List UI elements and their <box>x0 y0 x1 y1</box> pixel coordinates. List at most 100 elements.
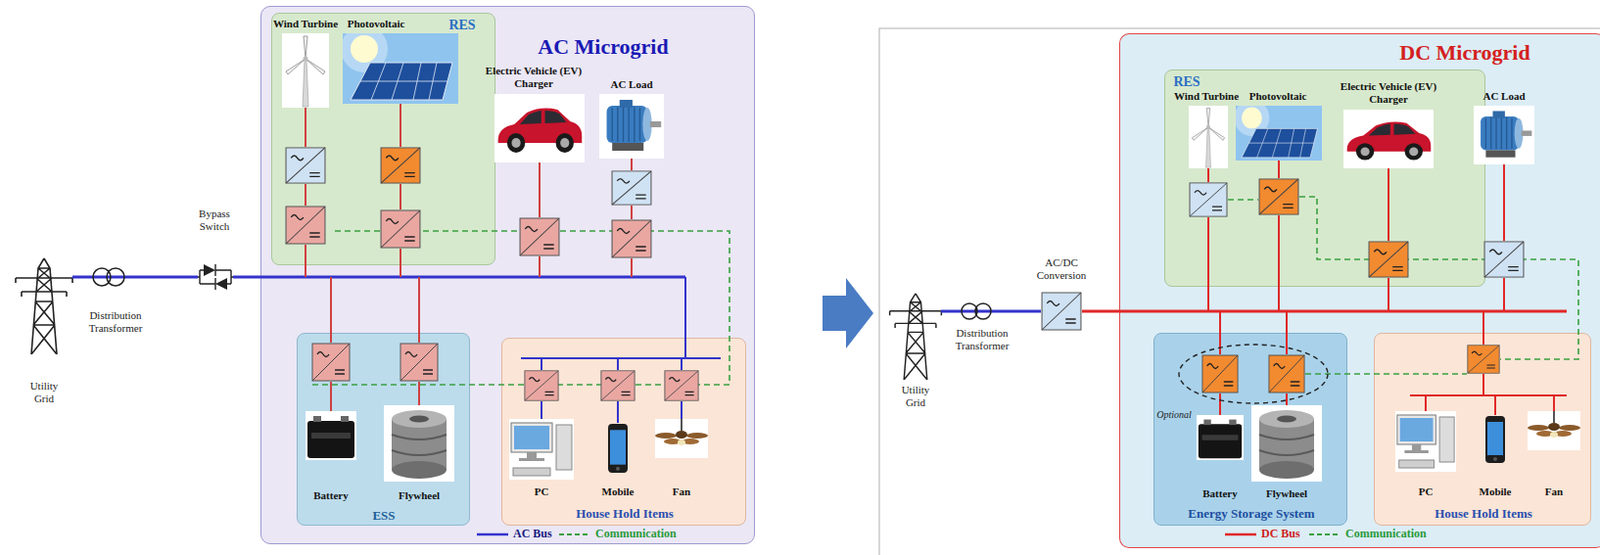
part-label: Utility Grid <box>21 379 67 406</box>
node-heading: RES <box>1173 74 1200 91</box>
part-label: AC/DC Conversion <box>1029 256 1094 283</box>
converter-symbol <box>524 371 559 401</box>
microgrid-panel: DC MicrogridRES Energy Storage SystemHous… <box>1119 33 1600 549</box>
group-box: RES <box>271 12 496 266</box>
legend-line <box>559 533 591 536</box>
legend-text: AC Bus <box>513 527 553 541</box>
motor-icon <box>1473 105 1535 165</box>
converter-symbol <box>611 220 652 258</box>
part-label: Electric Vehicle (EV) Charger <box>478 64 589 91</box>
dc-bus <box>1082 310 1567 314</box>
ac-line <box>941 310 1041 314</box>
part-label: Utility Grid <box>893 383 939 410</box>
part-label: Wind Turbine <box>1174 90 1239 103</box>
part-label: Flywheel <box>398 489 440 503</box>
transformer-coil <box>106 268 125 286</box>
part-label: AC Load <box>1482 90 1525 103</box>
node-heading: ESS <box>372 509 395 524</box>
wind-turbine-icon <box>1188 105 1228 169</box>
part-label: Electric Vehicle (EV) Charger <box>1333 80 1444 106</box>
node-heading: RES <box>448 17 475 34</box>
transformer-coil <box>975 303 991 320</box>
converter-symbol <box>519 218 560 256</box>
legend-line <box>476 533 509 537</box>
flywheel-icon <box>383 405 455 482</box>
part-label: Photovoltaic <box>1249 90 1308 103</box>
power-wire <box>305 103 632 412</box>
part-label: Distribution Transformer <box>945 327 1019 353</box>
utility-tower <box>890 293 942 380</box>
converter-symbol <box>1189 183 1227 217</box>
pc-icon <box>509 419 574 480</box>
converter-symbol <box>664 371 699 401</box>
transition-arrow <box>822 278 874 349</box>
part-label: PC <box>1418 485 1434 499</box>
part-label: Fan <box>1545 485 1563 499</box>
part-label: PC <box>534 485 550 499</box>
car-icon <box>1343 109 1434 169</box>
part-label: Battery <box>1202 487 1237 501</box>
part-label: Bypass Switch <box>189 207 239 234</box>
photovoltaic-icon <box>1234 99 1322 161</box>
part-label: Optional <box>1156 409 1192 422</box>
converter-symbol <box>1467 345 1500 375</box>
node-heading: DC Microgrid <box>1399 40 1530 65</box>
photovoltaic-icon <box>340 25 459 104</box>
fan-icon <box>655 419 708 459</box>
part-label: Wind Turbine <box>273 17 338 31</box>
part-label: Battery <box>313 489 348 503</box>
utility-tower <box>15 258 73 355</box>
converter-symbol <box>601 371 635 401</box>
part-label: Mobile <box>602 485 635 499</box>
power-wire <box>1208 160 1567 416</box>
communication-line <box>1227 196 1579 375</box>
legend-line <box>1309 533 1341 536</box>
converter-symbol <box>1269 355 1305 393</box>
legend-line-sample <box>475 530 510 539</box>
group-box: RES <box>1164 69 1486 287</box>
acdc-converter-symbol <box>1041 292 1082 330</box>
node-heading: House Hold Items <box>1434 507 1533 522</box>
microgrid-panel: AC Microgrid RES ESS House Hold Items <box>260 5 755 545</box>
fan-icon <box>1527 411 1581 451</box>
converter-symbol <box>1259 179 1299 215</box>
house-bus <box>520 277 721 424</box>
converter-symbol <box>1368 241 1409 278</box>
converter-symbol <box>285 147 326 184</box>
converter-symbol <box>380 147 421 184</box>
converter-symbol <box>312 343 350 381</box>
legend-text: Communication <box>595 527 677 541</box>
part-label: Mobile <box>1479 485 1512 499</box>
pc-icon <box>1395 411 1457 472</box>
legend-line-sample <box>1223 530 1258 539</box>
part-label: Flywheel <box>1266 487 1308 501</box>
part-label: Fan <box>672 485 691 499</box>
converter-symbol <box>285 206 326 244</box>
transformer-coil <box>961 303 978 320</box>
part-label: Photovoltaic <box>347 17 406 31</box>
wind-turbine-icon <box>282 33 330 108</box>
group-box: House Hold Items <box>501 337 747 526</box>
node-heading: House Hold Items <box>575 507 674 522</box>
converter-symbol <box>611 171 652 205</box>
legend-line-sample <box>1308 530 1342 539</box>
optional-ellipse <box>1178 344 1328 404</box>
communication-line <box>311 231 730 385</box>
mobile-icon <box>608 423 628 473</box>
mobile-icon <box>1485 416 1506 464</box>
legend-line-sample <box>558 530 592 539</box>
bypass-switch-symbol <box>197 262 234 292</box>
part-label: AC Load <box>610 78 653 92</box>
converter-symbol <box>400 343 438 381</box>
converter-symbol <box>1202 355 1238 393</box>
converter-symbol <box>380 210 421 248</box>
motor-icon <box>599 94 664 159</box>
legend-line <box>1224 533 1257 537</box>
ac-bus <box>72 276 686 280</box>
group-box: Energy Storage System <box>1153 332 1348 526</box>
legend-text: DC Bus <box>1261 527 1301 541</box>
node-heading: AC Microgrid <box>537 34 668 59</box>
part-label: Distribution Transformer <box>79 309 152 335</box>
flywheel-icon <box>1251 405 1322 482</box>
